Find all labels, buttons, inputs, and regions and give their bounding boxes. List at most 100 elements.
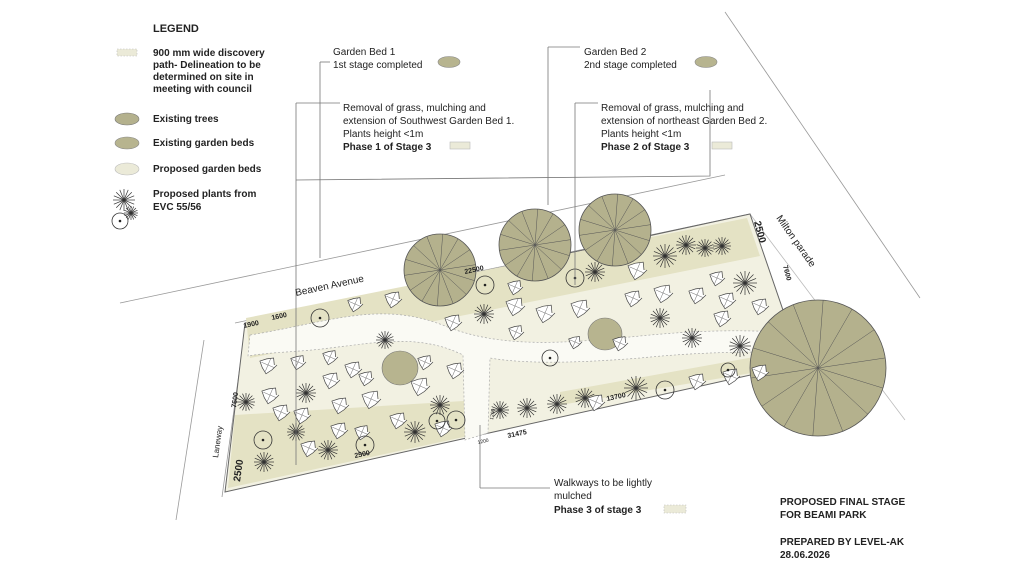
proposed-plant — [507, 280, 524, 296]
proposed-plant — [446, 410, 466, 430]
proposed-bed-band-south — [228, 400, 482, 488]
proposed-plant — [404, 421, 426, 443]
proposed-plant — [376, 331, 394, 349]
legend-plants-line2: EVC 55/56 — [153, 202, 202, 213]
proposed-plant — [322, 350, 339, 366]
walk-note-line1: Walkways to be lightly — [554, 478, 652, 489]
proposed-plant — [568, 336, 583, 350]
proposed-plant — [505, 297, 526, 317]
legend-path-swatch — [116, 48, 138, 57]
proposed-plant — [688, 373, 707, 391]
street-milton-parade: Milton parade — [774, 213, 818, 269]
dim-7600-left: 7600 — [231, 392, 240, 409]
proposed-plant — [237, 393, 255, 411]
proposed-plant — [676, 235, 696, 255]
existing-tree — [498, 208, 572, 282]
proposed-plant — [751, 364, 770, 382]
legend-plants-icon — [111, 189, 138, 230]
proposed-plant — [310, 308, 330, 328]
proposed-plant — [713, 237, 731, 255]
legend-existing-beds-swatch — [114, 136, 140, 150]
proposed-plant — [653, 244, 677, 268]
ne-note-line2: extension of northeast Garden Bed 2. — [601, 116, 767, 127]
proposed-plant — [261, 387, 280, 405]
prepared-date: 28.06.2026 — [780, 550, 830, 561]
proposed-plant — [354, 425, 371, 441]
legend-proposed-beds-swatch — [114, 162, 140, 176]
existing-tree — [749, 299, 887, 437]
proposed-plant — [272, 404, 291, 422]
proposed-plant — [358, 371, 375, 387]
dim-1600: 1600 — [271, 312, 288, 322]
proposed-plant — [253, 430, 273, 450]
proposed-plant — [624, 376, 648, 400]
proposed-plant — [347, 297, 364, 313]
proposed-plant — [688, 287, 707, 305]
legend-title: LEGEND — [153, 23, 199, 35]
proposed-plant — [410, 377, 431, 397]
legend-path-line1: 900 mm wide discovery — [153, 48, 265, 59]
proposed-plant — [344, 361, 363, 379]
proposed-plant — [430, 395, 450, 415]
proposed-plant — [624, 290, 643, 308]
proposed-plant — [384, 291, 403, 309]
legend-existing-trees: Existing trees — [153, 114, 219, 125]
legend-path-line2: path- Delineation to be — [153, 60, 261, 71]
street-beaven-avenue: Beaven Avenue — [294, 274, 365, 299]
proposed-plant — [491, 401, 509, 419]
prepared-by: PREPARED BY LEVEL-AK — [780, 537, 905, 548]
dim-22500: 22500 — [464, 265, 485, 276]
dim-2500-left: 2500 — [232, 458, 246, 482]
proposed-bed-band-east — [560, 352, 782, 405]
legend-path-line4: meeting with council — [153, 84, 252, 95]
proposed-plant — [428, 412, 446, 430]
legend-existing-trees-swatch — [114, 112, 140, 126]
existing-bed-patch — [381, 350, 419, 386]
proposed-plant — [696, 239, 714, 257]
proposed-plant — [541, 349, 559, 367]
proposed-plant — [446, 362, 465, 380]
proposed-plant — [389, 412, 408, 430]
proposed-plant — [300, 440, 319, 458]
proposed-plant — [587, 394, 606, 412]
proposed-plant — [720, 362, 736, 378]
ne-phase-swatch — [711, 141, 733, 150]
legend-path-line3: determined on site in — [153, 72, 254, 83]
sw-note-line3: Plants height <1m — [343, 129, 423, 140]
garden-bed-2-status: 2nd stage completed — [584, 60, 677, 71]
ne-note-phase: Phase 2 of Stage 3 — [601, 142, 690, 153]
dim-13700: 13700 — [606, 392, 627, 403]
street-laneway: Laneway — [211, 425, 224, 458]
title-line1: PROPOSED FINAL STAGE — [780, 497, 906, 508]
proposed-plant — [290, 355, 307, 371]
proposed-plant — [653, 284, 674, 304]
proposed-plant — [474, 304, 494, 324]
proposed-plant — [113, 189, 135, 211]
proposed-plant — [729, 335, 751, 357]
proposed-plant — [713, 310, 732, 328]
proposed-plant — [718, 292, 737, 310]
walk-note-phase: Phase 3 of stage 3 — [554, 505, 642, 516]
proposed-plant — [650, 308, 670, 328]
proposed-plant — [444, 314, 463, 332]
proposed-plant — [331, 397, 350, 415]
sw-note-phase: Phase 1 of Stage 3 — [343, 142, 432, 153]
proposed-plant — [612, 336, 629, 352]
proposed-plant — [751, 298, 770, 316]
proposed-plant — [475, 275, 495, 295]
dim-1200-b: 1200 — [489, 408, 497, 420]
existing-trees-layer — [403, 193, 887, 437]
proposed-plant — [111, 212, 129, 230]
proposed-plant — [627, 261, 648, 281]
annotation-leaders — [295, 46, 711, 489]
dim-31475: 31475 — [507, 429, 528, 440]
proposed-plant — [585, 262, 605, 282]
proposed-plant — [124, 206, 138, 220]
title-line2: FOR BEAMI PARK — [780, 510, 867, 521]
legend-plants-line1: Proposed plants from — [153, 189, 256, 200]
walk-note-line2: mulched — [554, 491, 592, 502]
garden-bed-1-title: Garden Bed 1 — [333, 47, 396, 58]
proposed-plant — [517, 398, 537, 418]
proposed-plant — [535, 304, 556, 324]
garden-bed-2-swatch — [694, 56, 718, 68]
